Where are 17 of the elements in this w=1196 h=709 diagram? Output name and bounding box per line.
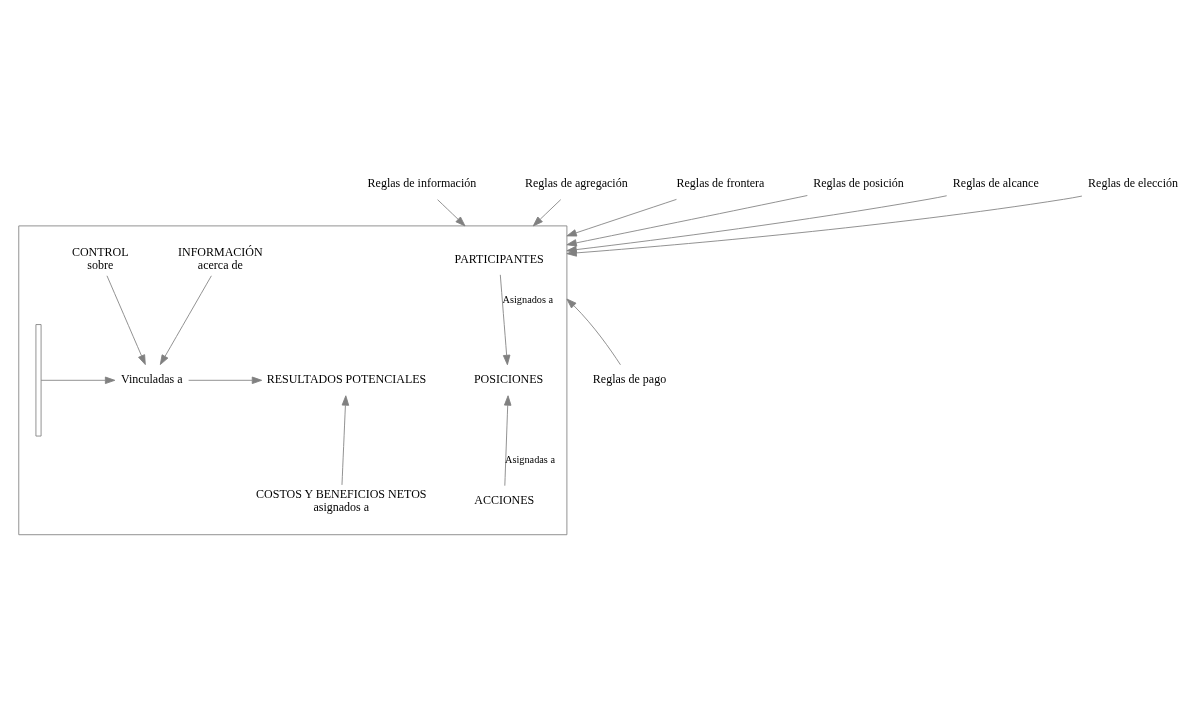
node-text: COSTOS Y BENEFICIOS NETOS asignados a bbox=[256, 486, 427, 514]
node-text: Vinculadas a bbox=[120, 371, 183, 386]
node-text: CONTROL sobre bbox=[71, 244, 129, 272]
edge-label: Asignados a bbox=[502, 293, 554, 305]
node-text: INFORMACIÓN acerca de bbox=[178, 244, 263, 272]
node-text: RESULTADOS POTENCIALES bbox=[266, 371, 427, 386]
node-text: Reglas de alcance bbox=[952, 175, 1039, 190]
node-text: Reglas de información bbox=[367, 175, 477, 190]
node-text: Reglas de posición bbox=[813, 175, 904, 190]
node-text: Reglas de agregación bbox=[525, 175, 628, 190]
node-text: ACCIONES bbox=[474, 492, 535, 507]
node-text: Reglas de pago bbox=[592, 371, 667, 386]
node-text: Reglas de frontera bbox=[676, 175, 765, 190]
edge-label: Asignadas a bbox=[505, 453, 555, 465]
node-text: Reglas de elección bbox=[1088, 175, 1179, 190]
node-text: POSICIONES bbox=[473, 371, 544, 386]
node-text: PARTICIPANTES bbox=[454, 251, 544, 266]
